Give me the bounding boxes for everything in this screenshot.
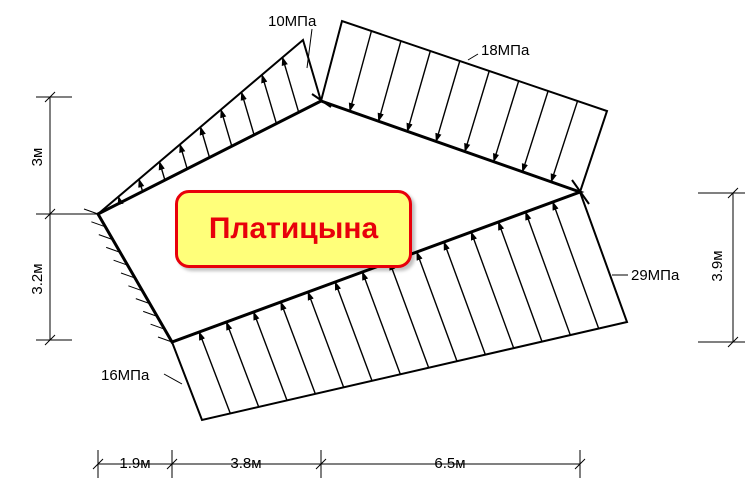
hatch-line [150,323,165,330]
load-top-right-arrow [406,50,432,133]
load-bottom-arrow [524,211,571,336]
load-top-right-arrow [435,60,461,143]
dimension-left [36,91,98,346]
hatch-line [83,208,99,215]
load-bottom-arrow [388,261,430,368]
hatch-line [128,285,143,292]
load-top-left-arrow [199,126,211,158]
load-bottom-arrow [361,271,401,375]
hatch-line [91,221,106,228]
load-bottom-arrow [497,221,543,342]
author-name: Платицына [208,212,379,245]
load-top-right-arrow [464,70,490,153]
load-label-bottom-right: 29МПа [631,267,680,284]
leader-bottom-left [163,373,183,385]
load-top-right-arrow [521,90,549,173]
load-top-left-arrow [158,160,166,181]
load-top-right-envelope [320,19,609,193]
load-bottom-arrow [552,201,600,329]
hatch-line [106,246,121,253]
dimension-bottom-1-label: 1.9м [119,455,150,472]
dimension-bottom-3-label: 6.5м [434,455,465,472]
load-top-left-arrow [220,108,233,147]
hatch-line [113,259,128,266]
load-bottom-arrow [252,311,288,401]
author-name-box: Платицына [175,190,412,268]
load-bottom-arrow [416,251,458,362]
load-top-right-arrow [377,40,402,123]
hatch-line [120,272,136,279]
load-top-left-arrow [117,195,124,206]
load-top-left-arrow [281,56,300,113]
dimension-left-upper-label: 3м [29,148,46,167]
dimension-right-label: 3.9м [709,250,726,281]
load-bottom-arrow [334,281,373,382]
dimension-bottom [92,450,586,478]
load-top-left-arrow [179,143,188,169]
load-bottom-arrow [470,231,515,349]
hatch-line [135,298,150,305]
load-label-top-right: 18МПа [481,42,530,59]
load-bottom-arrow [280,301,316,395]
load-label-bottom-left: 16МПа [101,367,150,384]
load-top-left-arrow [138,178,145,192]
load-top-right-arrow [492,80,520,163]
fixed-support-hatching [83,208,173,343]
load-label-top-left: 10МПа [268,13,317,30]
hatch-line [143,310,158,317]
load-diagram-top-left [97,38,322,215]
leader-top-right [467,53,479,61]
load-bottom-arrow [443,241,486,355]
leader-top-left [306,28,313,69]
hatch-line [98,234,113,241]
dimension-bottom-2-label: 3.8м [230,455,261,472]
load-top-left-arrow [261,73,278,124]
load-bottom-arrow [198,331,231,414]
load-top-right-arrow [348,30,373,112]
load-bottom-envelope [171,191,629,422]
load-bottom-arrow [307,291,345,388]
load-diagram-bottom [171,191,629,422]
hatch-line [157,336,173,343]
dimension-right [698,187,745,348]
dimension-left-lower-label: 3.2м [29,263,46,294]
load-diagram-top-right [311,19,609,205]
corner-tick-top [311,93,332,108]
load-top-left-envelope [97,38,322,215]
load-top-right-arrow [550,100,579,183]
load-top-left-arrow [240,91,255,136]
load-bottom-arrow [225,321,260,408]
